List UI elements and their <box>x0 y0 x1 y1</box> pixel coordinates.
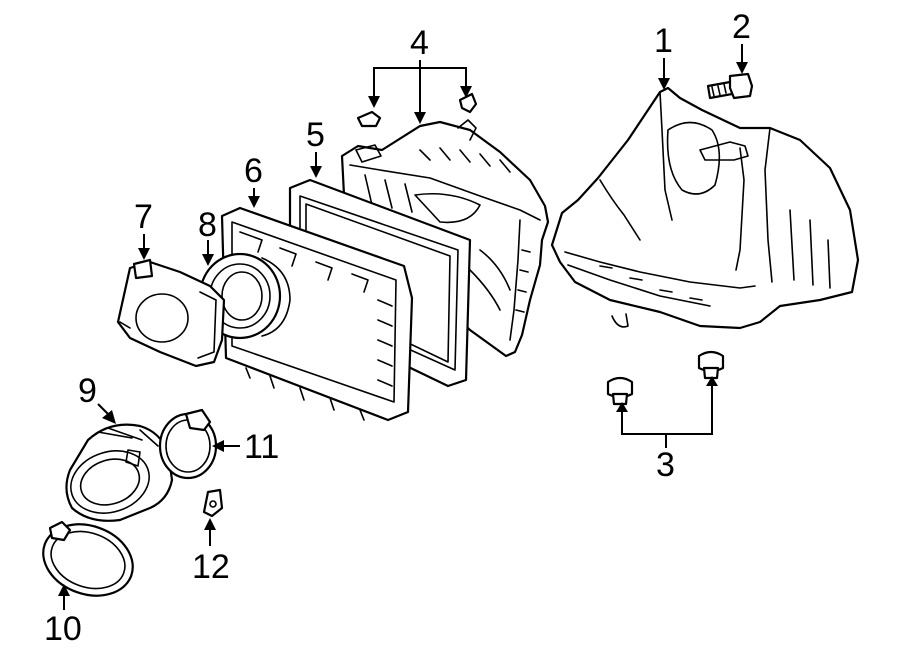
callout-12: 12 <box>192 548 230 586</box>
grommet-left-part-3 <box>606 376 634 406</box>
leader-9 <box>97 403 116 424</box>
callout-8: 8 <box>198 206 217 244</box>
leader-5 <box>310 152 322 178</box>
leader-2 <box>736 44 748 74</box>
clamp-part-11 <box>158 408 218 480</box>
leader-4 <box>368 60 472 124</box>
callout-9: 9 <box>78 372 97 410</box>
callout-2: 2 <box>732 8 751 46</box>
intake-duct-part-9 <box>65 423 174 522</box>
callout-10: 10 <box>44 610 82 648</box>
clip-right-part-4 <box>458 92 478 114</box>
leader-1 <box>658 58 670 90</box>
leader-6 <box>248 188 260 208</box>
callout-4: 4 <box>410 24 429 62</box>
housing-lower-part-1 <box>550 86 860 330</box>
leader-3 <box>616 376 718 448</box>
bolt-part-2 <box>706 72 754 100</box>
clip-left-part-4 <box>356 110 382 128</box>
mass-air-flow-sensor-part-7 <box>116 258 226 368</box>
callout-1: 1 <box>654 22 673 60</box>
clamp-part-10 <box>42 520 134 597</box>
leader-11 <box>212 440 240 452</box>
grommet-right-part-3 <box>697 350 725 380</box>
leader-12 <box>204 518 216 546</box>
leader-10 <box>58 584 70 610</box>
callout-3: 3 <box>656 446 675 484</box>
leader-8 <box>202 240 214 266</box>
callout-5: 5 <box>306 116 325 154</box>
callout-6: 6 <box>244 152 263 190</box>
clip-part-12 <box>202 488 224 518</box>
leader-7 <box>138 234 150 260</box>
callout-11: 11 <box>244 428 279 466</box>
callout-7: 7 <box>134 198 153 236</box>
